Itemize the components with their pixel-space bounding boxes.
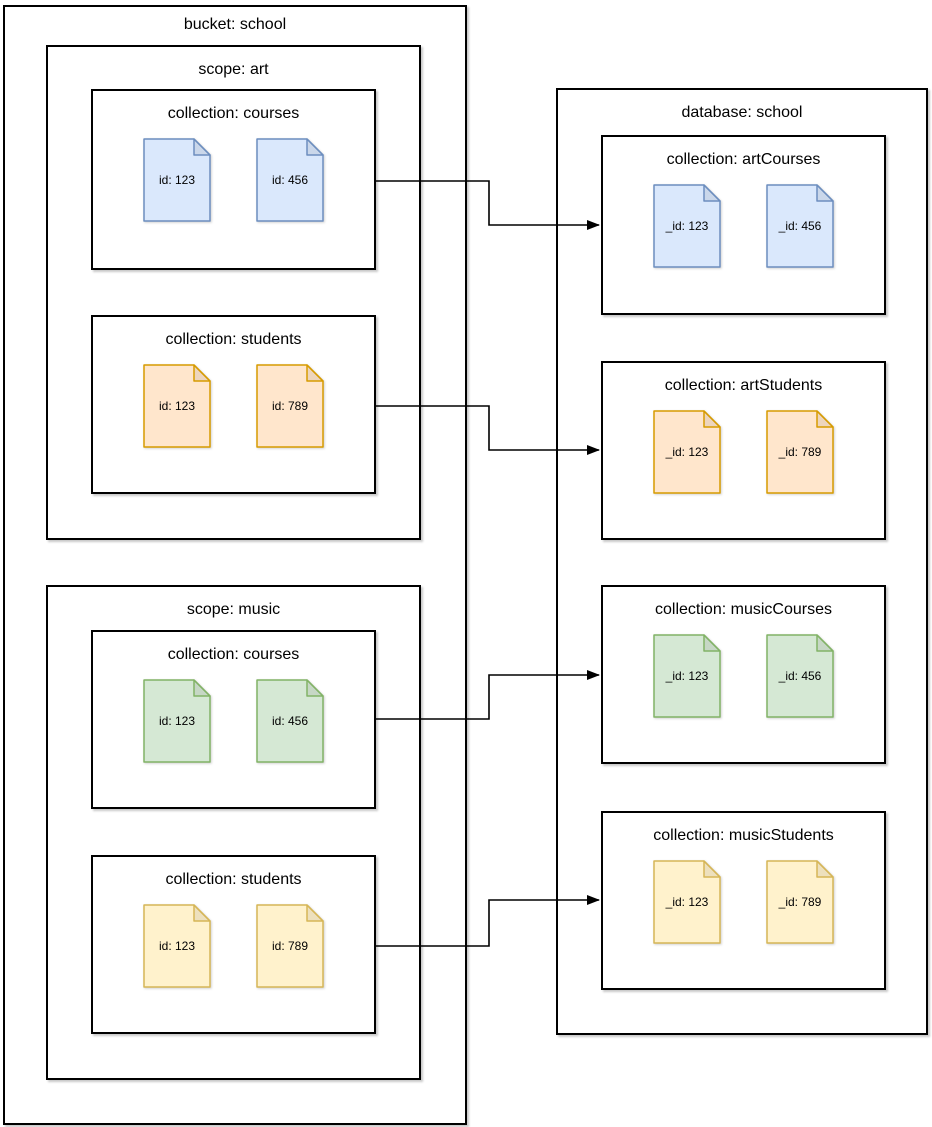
document-id-label: _id: 456 [778, 669, 822, 683]
note-icon [256, 679, 324, 763]
document: id: 789 [256, 904, 324, 988]
document-id-label: id: 123 [158, 714, 196, 728]
scope-music-title: scope: music [186, 601, 281, 618]
music-courses-db-collection-title: collection: musicCourses [655, 601, 832, 618]
database-title: database: school [681, 104, 803, 121]
document: _id: 789 [766, 410, 834, 494]
art-students-collection-title: collection: students [165, 331, 302, 348]
document-id-label: _id: 789 [778, 895, 822, 909]
document-id-label: _id: 123 [665, 895, 709, 909]
music-courses-collection-box: collection: courses id: 123 id: 456 [91, 630, 376, 809]
document-id-label: id: 123 [158, 939, 196, 953]
note-icon [256, 138, 324, 222]
document: id: 789 [256, 364, 324, 448]
scope-music-box: scope: music collection: courses id: 123 [46, 585, 421, 1080]
note-icon [143, 904, 211, 988]
note-icon [256, 904, 324, 988]
document: id: 123 [143, 138, 211, 222]
art-courses-db-collection-title: collection: artCourses [666, 151, 821, 168]
art-students-collection-box: collection: students id: 123 id: 789 [91, 315, 376, 494]
art-students-db-collection-title: collection: artStudents [664, 377, 823, 394]
note-icon [143, 138, 211, 222]
note-icon [766, 410, 834, 494]
document: id: 123 [143, 364, 211, 448]
document: _id: 123 [653, 410, 721, 494]
document: id: 123 [143, 904, 211, 988]
bucket-school-box: bucket: school scope: art collection: co… [3, 5, 467, 1125]
note-icon [653, 634, 721, 718]
document-id-label: _id: 123 [665, 445, 709, 459]
document-id-label: id: 456 [271, 714, 309, 728]
document-id-label: _id: 456 [778, 219, 822, 233]
art-students-db-collection-box: collection: artStudents _id: 123 _id: 78… [601, 361, 886, 540]
document-id-label: id: 456 [271, 173, 309, 187]
document-id-label: _id: 123 [665, 669, 709, 683]
note-icon [766, 184, 834, 268]
database-school-box: database: school collection: artCourses … [556, 88, 928, 1035]
document: _id: 456 [766, 184, 834, 268]
document-id-label: id: 789 [271, 939, 309, 953]
document: _id: 456 [766, 634, 834, 718]
note-icon [143, 679, 211, 763]
document: _id: 123 [653, 634, 721, 718]
document: id: 456 [256, 138, 324, 222]
document: _id: 123 [653, 184, 721, 268]
scope-art-box: scope: art collection: courses id: 123 [46, 45, 421, 540]
note-icon [653, 410, 721, 494]
music-students-collection-title: collection: students [165, 871, 302, 888]
document-id-label: _id: 789 [778, 445, 822, 459]
note-icon [653, 184, 721, 268]
music-students-db-collection-title: collection: musicStudents [653, 827, 834, 844]
note-icon [653, 860, 721, 944]
document: id: 456 [256, 679, 324, 763]
document-id-label: id: 123 [158, 173, 196, 187]
note-icon [143, 364, 211, 448]
art-courses-collection-box: collection: courses id: 123 id: 456 [91, 89, 376, 270]
scope-art-title: scope: art [198, 61, 269, 78]
document-id-label: id: 789 [271, 399, 309, 413]
document: _id: 123 [653, 860, 721, 944]
art-courses-db-collection-box: collection: artCourses _id: 123 _id: 456 [601, 135, 886, 315]
music-students-db-collection-box: collection: musicStudents _id: 123 _id: … [601, 811, 886, 990]
document-id-label: _id: 123 [665, 219, 709, 233]
document: id: 123 [143, 679, 211, 763]
document: _id: 789 [766, 860, 834, 944]
document-id-label: id: 123 [158, 399, 196, 413]
music-courses-collection-title: collection: courses [167, 646, 300, 663]
music-courses-db-collection-box: collection: musicCourses _id: 123 _id: 4… [601, 585, 886, 764]
art-courses-collection-title: collection: courses [167, 105, 300, 122]
note-icon [766, 634, 834, 718]
note-icon [766, 860, 834, 944]
note-icon [256, 364, 324, 448]
bucket-title: bucket: school [183, 16, 287, 33]
music-students-collection-box: collection: students id: 123 id: 789 [91, 855, 376, 1034]
